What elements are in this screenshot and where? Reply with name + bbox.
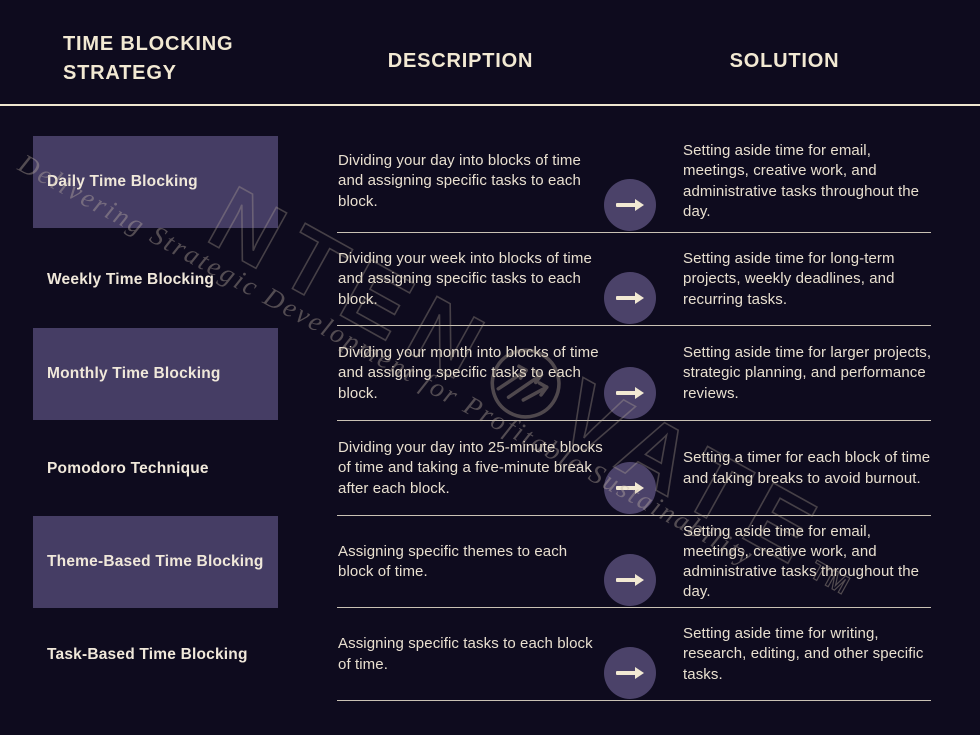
solution-cell: Setting aside time for larger projects, … [683, 326, 935, 421]
solution-text: Setting aside time for email, meetings, … [683, 142, 920, 220]
strategy-label: Theme-Based Time Blocking [47, 553, 264, 570]
solution-cell: Setting a timer for each block of time a… [683, 421, 935, 516]
solution-text: Setting aside time for larger projects, … [683, 344, 932, 402]
description-cell: Assigning specific themes to each block … [338, 516, 606, 608]
solution-cell: Setting aside time for email, meetings, … [683, 130, 935, 233]
description-text: Assigning specific themes to each block … [338, 542, 568, 580]
solution-cell: Setting aside time for email, meetings, … [683, 516, 935, 608]
strategy-label: Pomodoro Technique [47, 459, 209, 477]
solution-text: Setting aside time for long-term project… [683, 250, 895, 308]
description-cell: Dividing your month into blocks of time … [338, 326, 606, 421]
strategy-cell: Theme-Based Time Blocking [33, 516, 278, 608]
right-arrow-icon [604, 272, 656, 324]
right-arrow-icon [604, 554, 656, 606]
arrow-cell [602, 130, 658, 233]
table-header: TIME BLOCKING STRATEGY DESCRIPTION SOLUT… [0, 0, 980, 106]
column-header-strategy: TIME BLOCKING STRATEGY [63, 33, 234, 84]
highlight-box: Daily Time Blocking [33, 135, 278, 228]
right-arrow-icon [604, 179, 656, 231]
strategy-label: Daily Time Blocking [47, 172, 198, 190]
column-header-solution: SOLUTION [729, 50, 840, 72]
description-text: Dividing your week into blocks of time a… [338, 250, 592, 308]
strategy-cell: Monthly Time Blocking [33, 326, 278, 421]
arrow-cell [602, 233, 658, 326]
table-row: Task-Based Time Blocking Assigning speci… [0, 608, 980, 701]
strategy-label: Task-Based Time Blocking [47, 645, 248, 663]
description-text: Dividing your day into 25-minute blocks … [338, 439, 603, 497]
solution-text: Setting a timer for each block of time a… [683, 449, 931, 487]
solution-text: Setting aside time for writing, research… [683, 625, 924, 683]
arrow-cell [602, 516, 658, 608]
strategy-cell: Weekly Time Blocking [33, 233, 278, 326]
column-header-description: DESCRIPTION [387, 50, 534, 72]
strategy-cell: Daily Time Blocking [33, 130, 278, 233]
table-row: Weekly Time Blocking Dividing your week … [0, 233, 980, 326]
strategy-label: Weekly Time Blocking [47, 270, 215, 288]
table-row: Pomodoro Technique Dividing your day int… [0, 421, 980, 516]
solution-text: Setting aside time for email, meetings, … [683, 522, 920, 601]
table-row: Daily Time Blocking Dividing your day in… [0, 130, 980, 233]
description-cell: Assigning specific tasks to each block o… [338, 608, 606, 701]
right-arrow-icon [604, 647, 656, 699]
highlight-box: Theme-Based Time Blocking [33, 516, 278, 608]
arrow-cell [602, 608, 658, 701]
description-cell: Dividing your day into blocks of time an… [338, 130, 606, 233]
description-cell: Dividing your week into blocks of time a… [338, 233, 606, 326]
table-body: Daily Time Blocking Dividing your day in… [0, 130, 980, 701]
right-arrow-icon [604, 462, 656, 514]
row-divider [337, 420, 931, 421]
right-arrow-icon [604, 367, 656, 419]
description-cell: Dividing your day into 25-minute blocks … [338, 421, 606, 516]
table-row: Theme-Based Time Blocking Assigning spec… [0, 516, 980, 608]
solution-cell: Setting aside time for long-term project… [683, 233, 935, 326]
description-text: Dividing your day into blocks of time an… [338, 152, 581, 210]
row-divider [337, 515, 931, 516]
highlight-box: Monthly Time Blocking [33, 327, 278, 420]
strategy-label: Monthly Time Blocking [47, 364, 221, 382]
row-divider [337, 232, 931, 233]
description-text: Assigning specific tasks to each block o… [338, 635, 593, 673]
row-divider [337, 700, 931, 701]
description-text: Dividing your month into blocks of time … [338, 344, 599, 402]
arrow-cell [602, 326, 658, 421]
strategy-cell: Task-Based Time Blocking [33, 608, 278, 701]
solution-cell: Setting aside time for writing, research… [683, 608, 935, 701]
row-divider [337, 607, 931, 608]
arrow-cell [602, 421, 658, 516]
table-row: Monthly Time Blocking Dividing your mont… [0, 326, 980, 421]
strategy-cell: Pomodoro Technique [33, 421, 278, 516]
row-divider [337, 325, 931, 326]
